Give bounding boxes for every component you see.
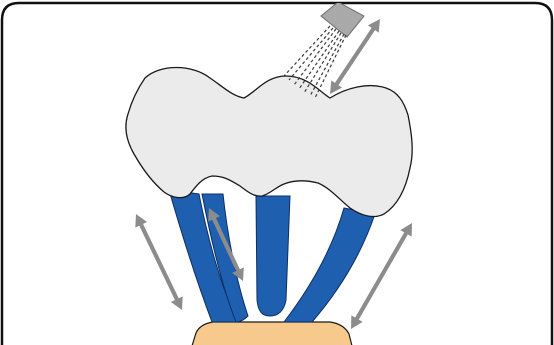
- double-headed-arrow-icon: [330, 19, 380, 94]
- connectors-group: [169, 190, 375, 322]
- arrow-shaft: [141, 224, 177, 300]
- connector-right: [284, 208, 375, 322]
- connector-center: [256, 196, 290, 316]
- arrow-shaft: [356, 233, 406, 320]
- arrow-shaft: [336, 28, 374, 85]
- base-abutment: [192, 322, 352, 345]
- double-headed-arrow-icon: [135, 214, 182, 310]
- crown-bridge: [126, 68, 412, 217]
- nozzle-body: [321, 2, 364, 37]
